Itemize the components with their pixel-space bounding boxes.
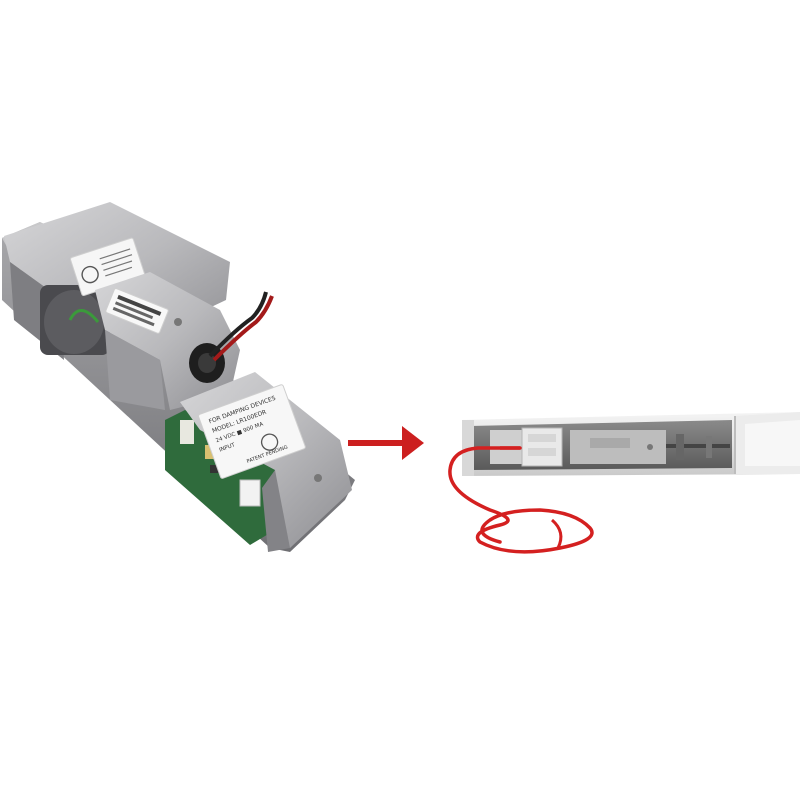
middle-bracket-face (105, 330, 165, 410)
exit-device-bar (448, 412, 800, 554)
front-label-line-4: INPUT (219, 442, 237, 453)
arrow-right-icon (348, 426, 424, 460)
screw (174, 318, 182, 326)
bar-wire (448, 446, 594, 554)
grommet-inner (198, 353, 216, 373)
retrofit-module: FOR DAMPING DEVICES MODEL: LR100EDR 24 V… (2, 202, 355, 552)
wire-red (212, 295, 274, 362)
module-rod (666, 444, 730, 448)
motor-wires (68, 309, 100, 323)
wire-black (208, 291, 268, 358)
module-block-b (521, 427, 563, 467)
front-bracket-side (262, 470, 290, 552)
screw (314, 474, 322, 482)
middle-label (105, 288, 169, 334)
motor-cap (44, 290, 104, 354)
cert-icon (260, 433, 279, 451)
